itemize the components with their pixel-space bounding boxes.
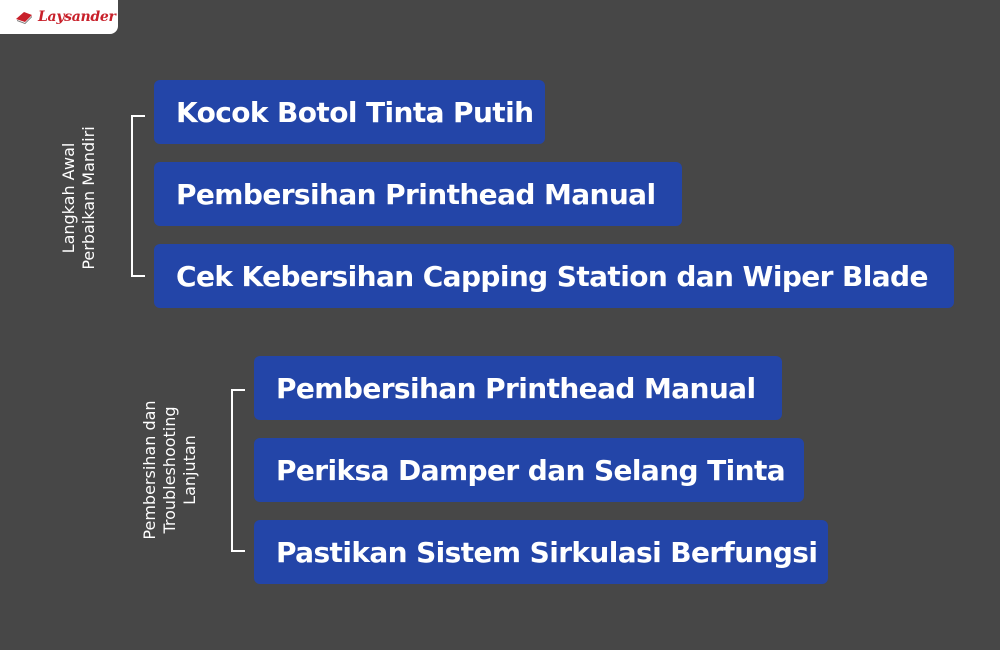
brand-name: Laysander bbox=[38, 9, 116, 25]
group-label-line: Langkah Awal bbox=[59, 142, 78, 254]
group-label-initial-steps: Langkah Awal Perbaikan Mandiri bbox=[59, 108, 99, 288]
step-label: Cek Kebersihan Capping Station dan Wiper… bbox=[176, 259, 928, 293]
group-label-advanced-troubleshooting: Pembersihan dan Troubleshooting Lanjutan bbox=[140, 370, 200, 570]
step-verify-circulation-system: Pastikan Sistem Sirkulasi Berfungsi bbox=[254, 520, 828, 584]
step-label: Pembersihan Printhead Manual bbox=[276, 371, 756, 405]
group-label-line: Pembersihan dan bbox=[140, 400, 159, 540]
step-label: Pembersihan Printhead Manual bbox=[176, 177, 656, 211]
step-shake-white-ink: Kocok Botol Tinta Putih bbox=[154, 80, 545, 144]
step-check-damper-ink-tube: Periksa Damper dan Selang Tinta bbox=[254, 438, 804, 502]
step-label: Kocok Botol Tinta Putih bbox=[176, 95, 534, 129]
group-label-line: Perbaikan Mandiri bbox=[79, 126, 98, 270]
step-manual-printhead-cleaning: Pembersihan Printhead Manual bbox=[154, 162, 682, 226]
step-label: Pastikan Sistem Sirkulasi Berfungsi bbox=[276, 535, 818, 569]
brand-logo: Laysander bbox=[0, 0, 118, 34]
step-check-capping-wiper: Cek Kebersihan Capping Station dan Wiper… bbox=[154, 244, 954, 308]
group-bracket-initial-steps bbox=[131, 115, 145, 277]
group-bracket-advanced-troubleshooting bbox=[231, 389, 245, 552]
printer-icon bbox=[16, 12, 32, 24]
step-label: Periksa Damper dan Selang Tinta bbox=[276, 453, 786, 487]
step-manual-printhead-cleaning-advanced: Pembersihan Printhead Manual bbox=[254, 356, 782, 420]
group-label-line: Lanjutan bbox=[180, 435, 199, 505]
group-label-line: Troubleshooting bbox=[160, 406, 179, 534]
